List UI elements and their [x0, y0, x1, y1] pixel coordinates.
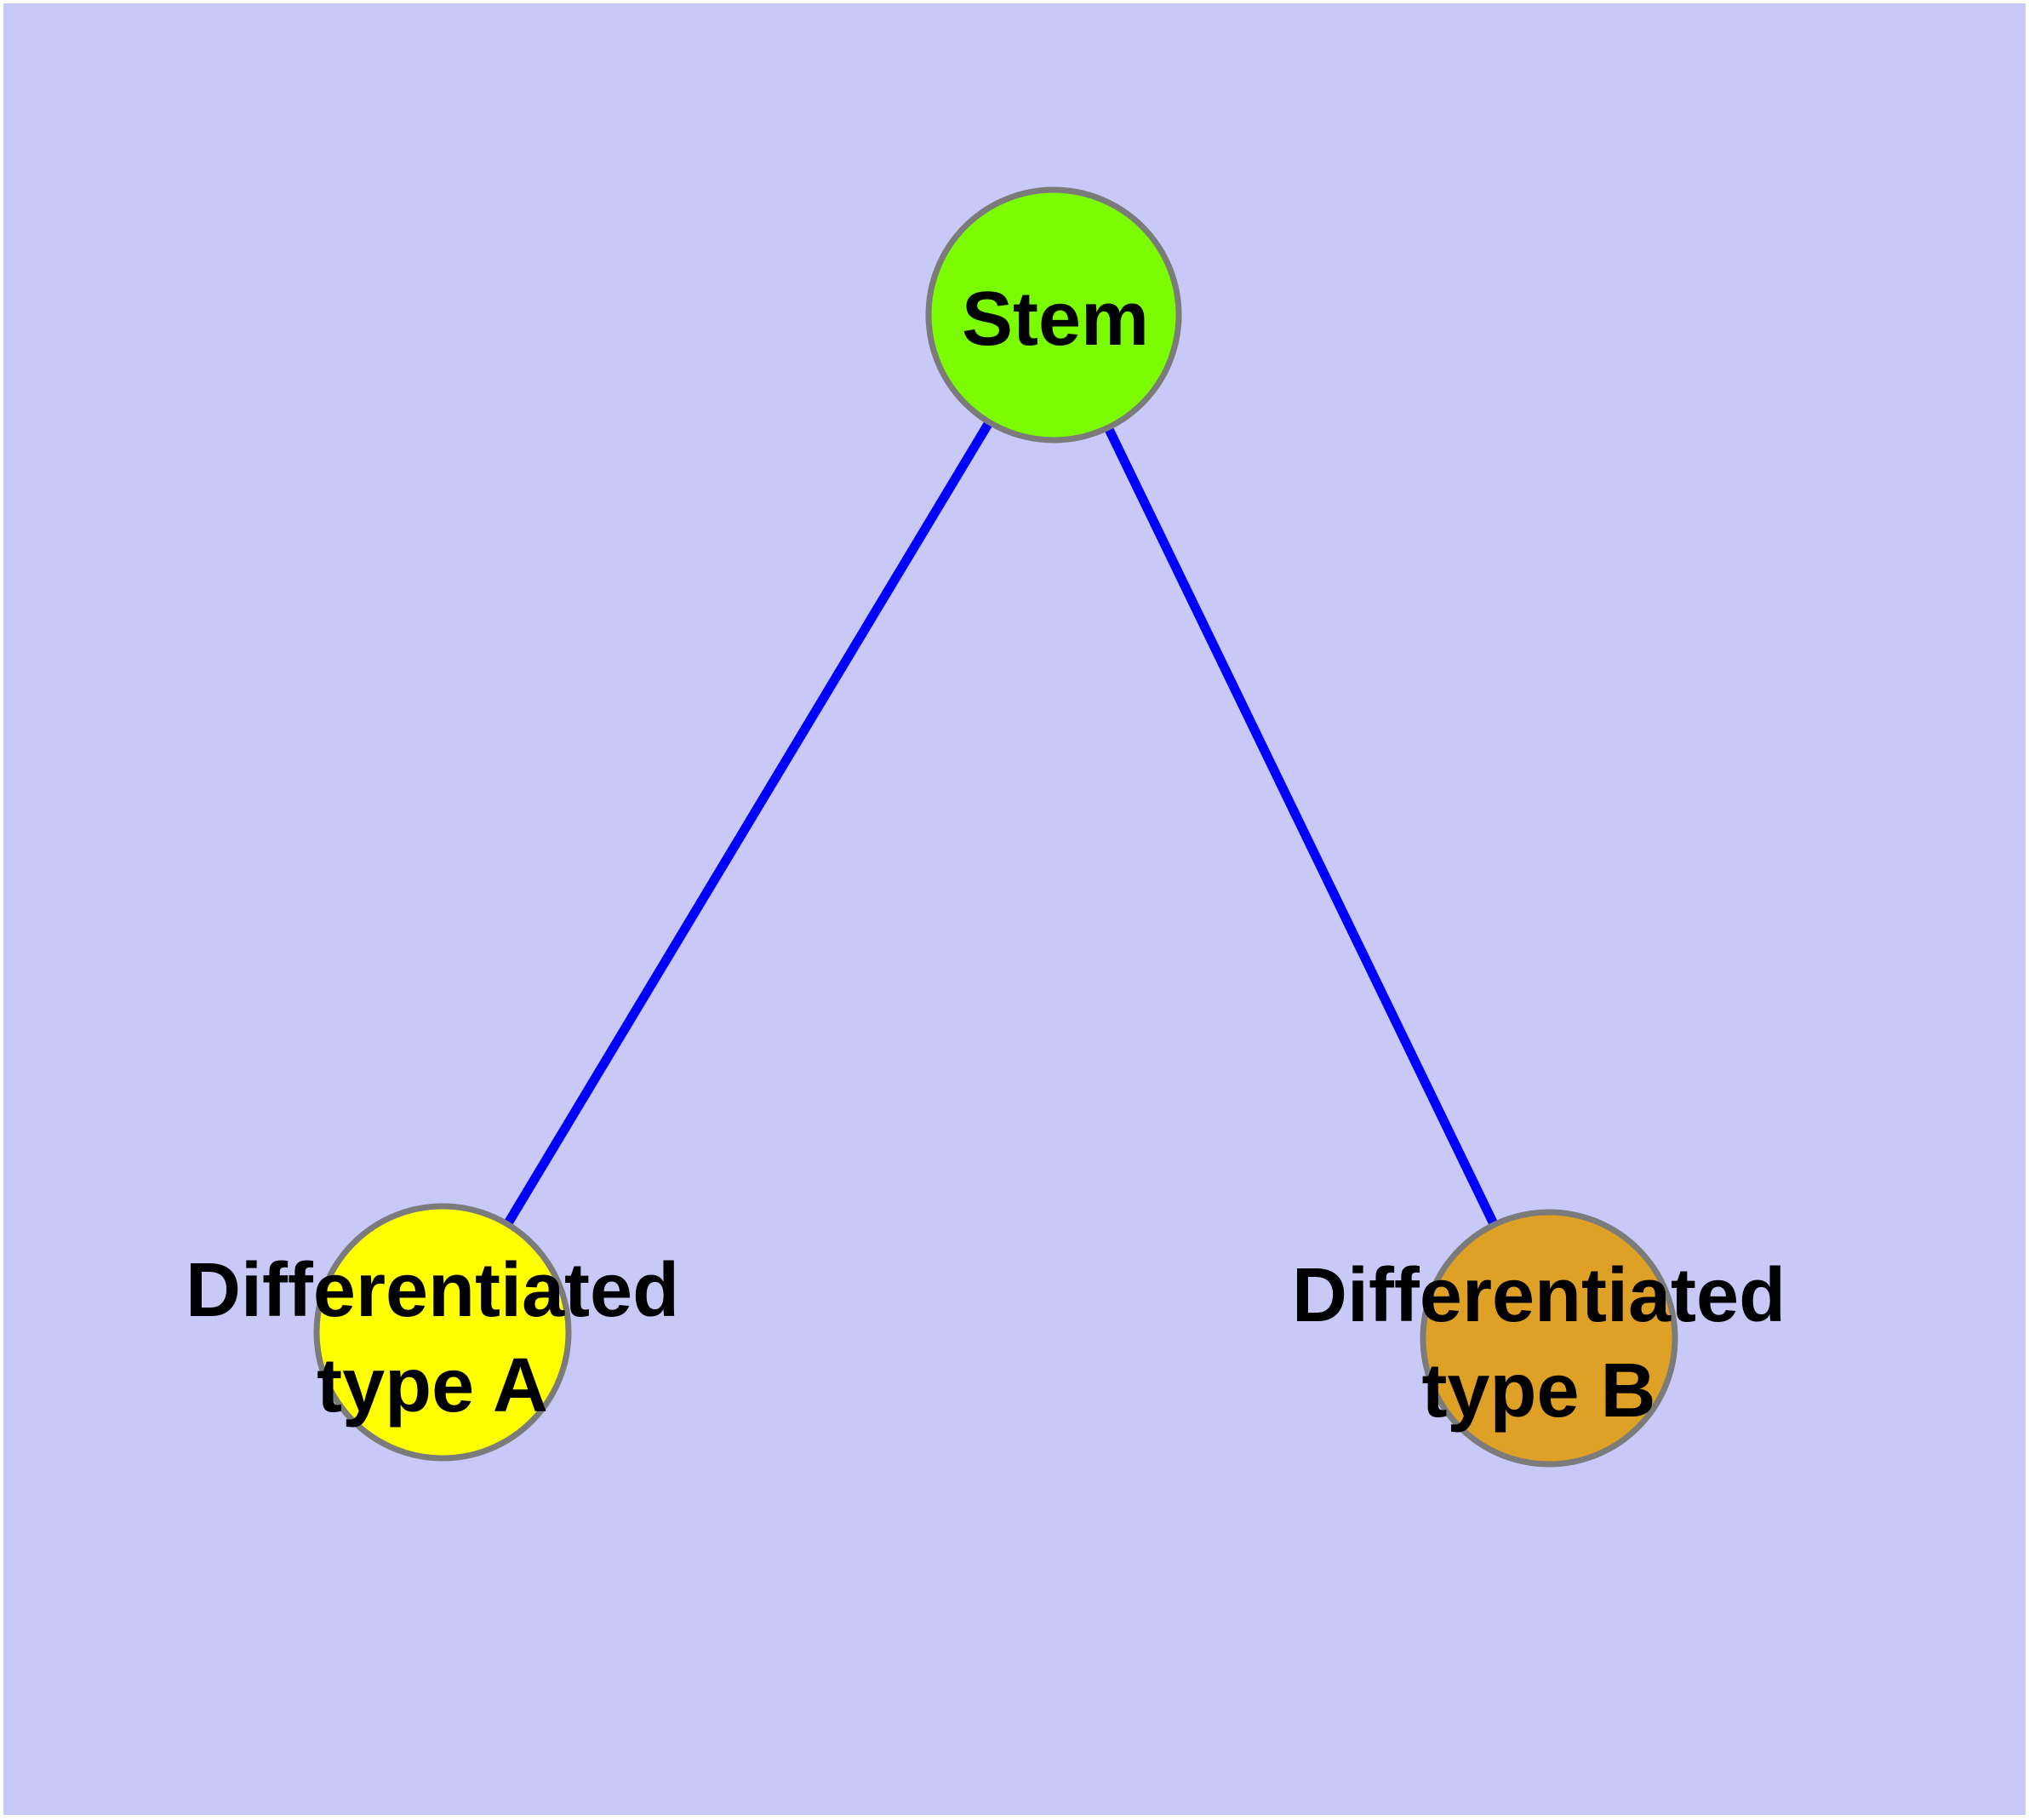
node-stem — [925, 186, 1182, 444]
node-label-type-a-line1: Differentiated — [185, 1248, 680, 1333]
node-type-b — [1420, 1209, 1678, 1468]
node-label-type-b-line1: Differentiated — [1291, 1253, 1786, 1338]
edge-stem-to-type-a — [438, 312, 1058, 1335]
node-label-type-a-line2: type A — [317, 1343, 548, 1428]
node-label-type-b: Differentiated type B — [1292, 1248, 1786, 1439]
node-label-stem: Stem — [962, 272, 1149, 367]
node-label-stem-line1: Stem — [961, 277, 1150, 362]
edge-stem-to-type-b — [1049, 312, 1553, 1341]
node-type-a — [313, 1203, 572, 1462]
node-label-type-b-line2: type B — [1421, 1348, 1656, 1434]
node-label-type-a: Differentiated type A — [186, 1243, 679, 1434]
